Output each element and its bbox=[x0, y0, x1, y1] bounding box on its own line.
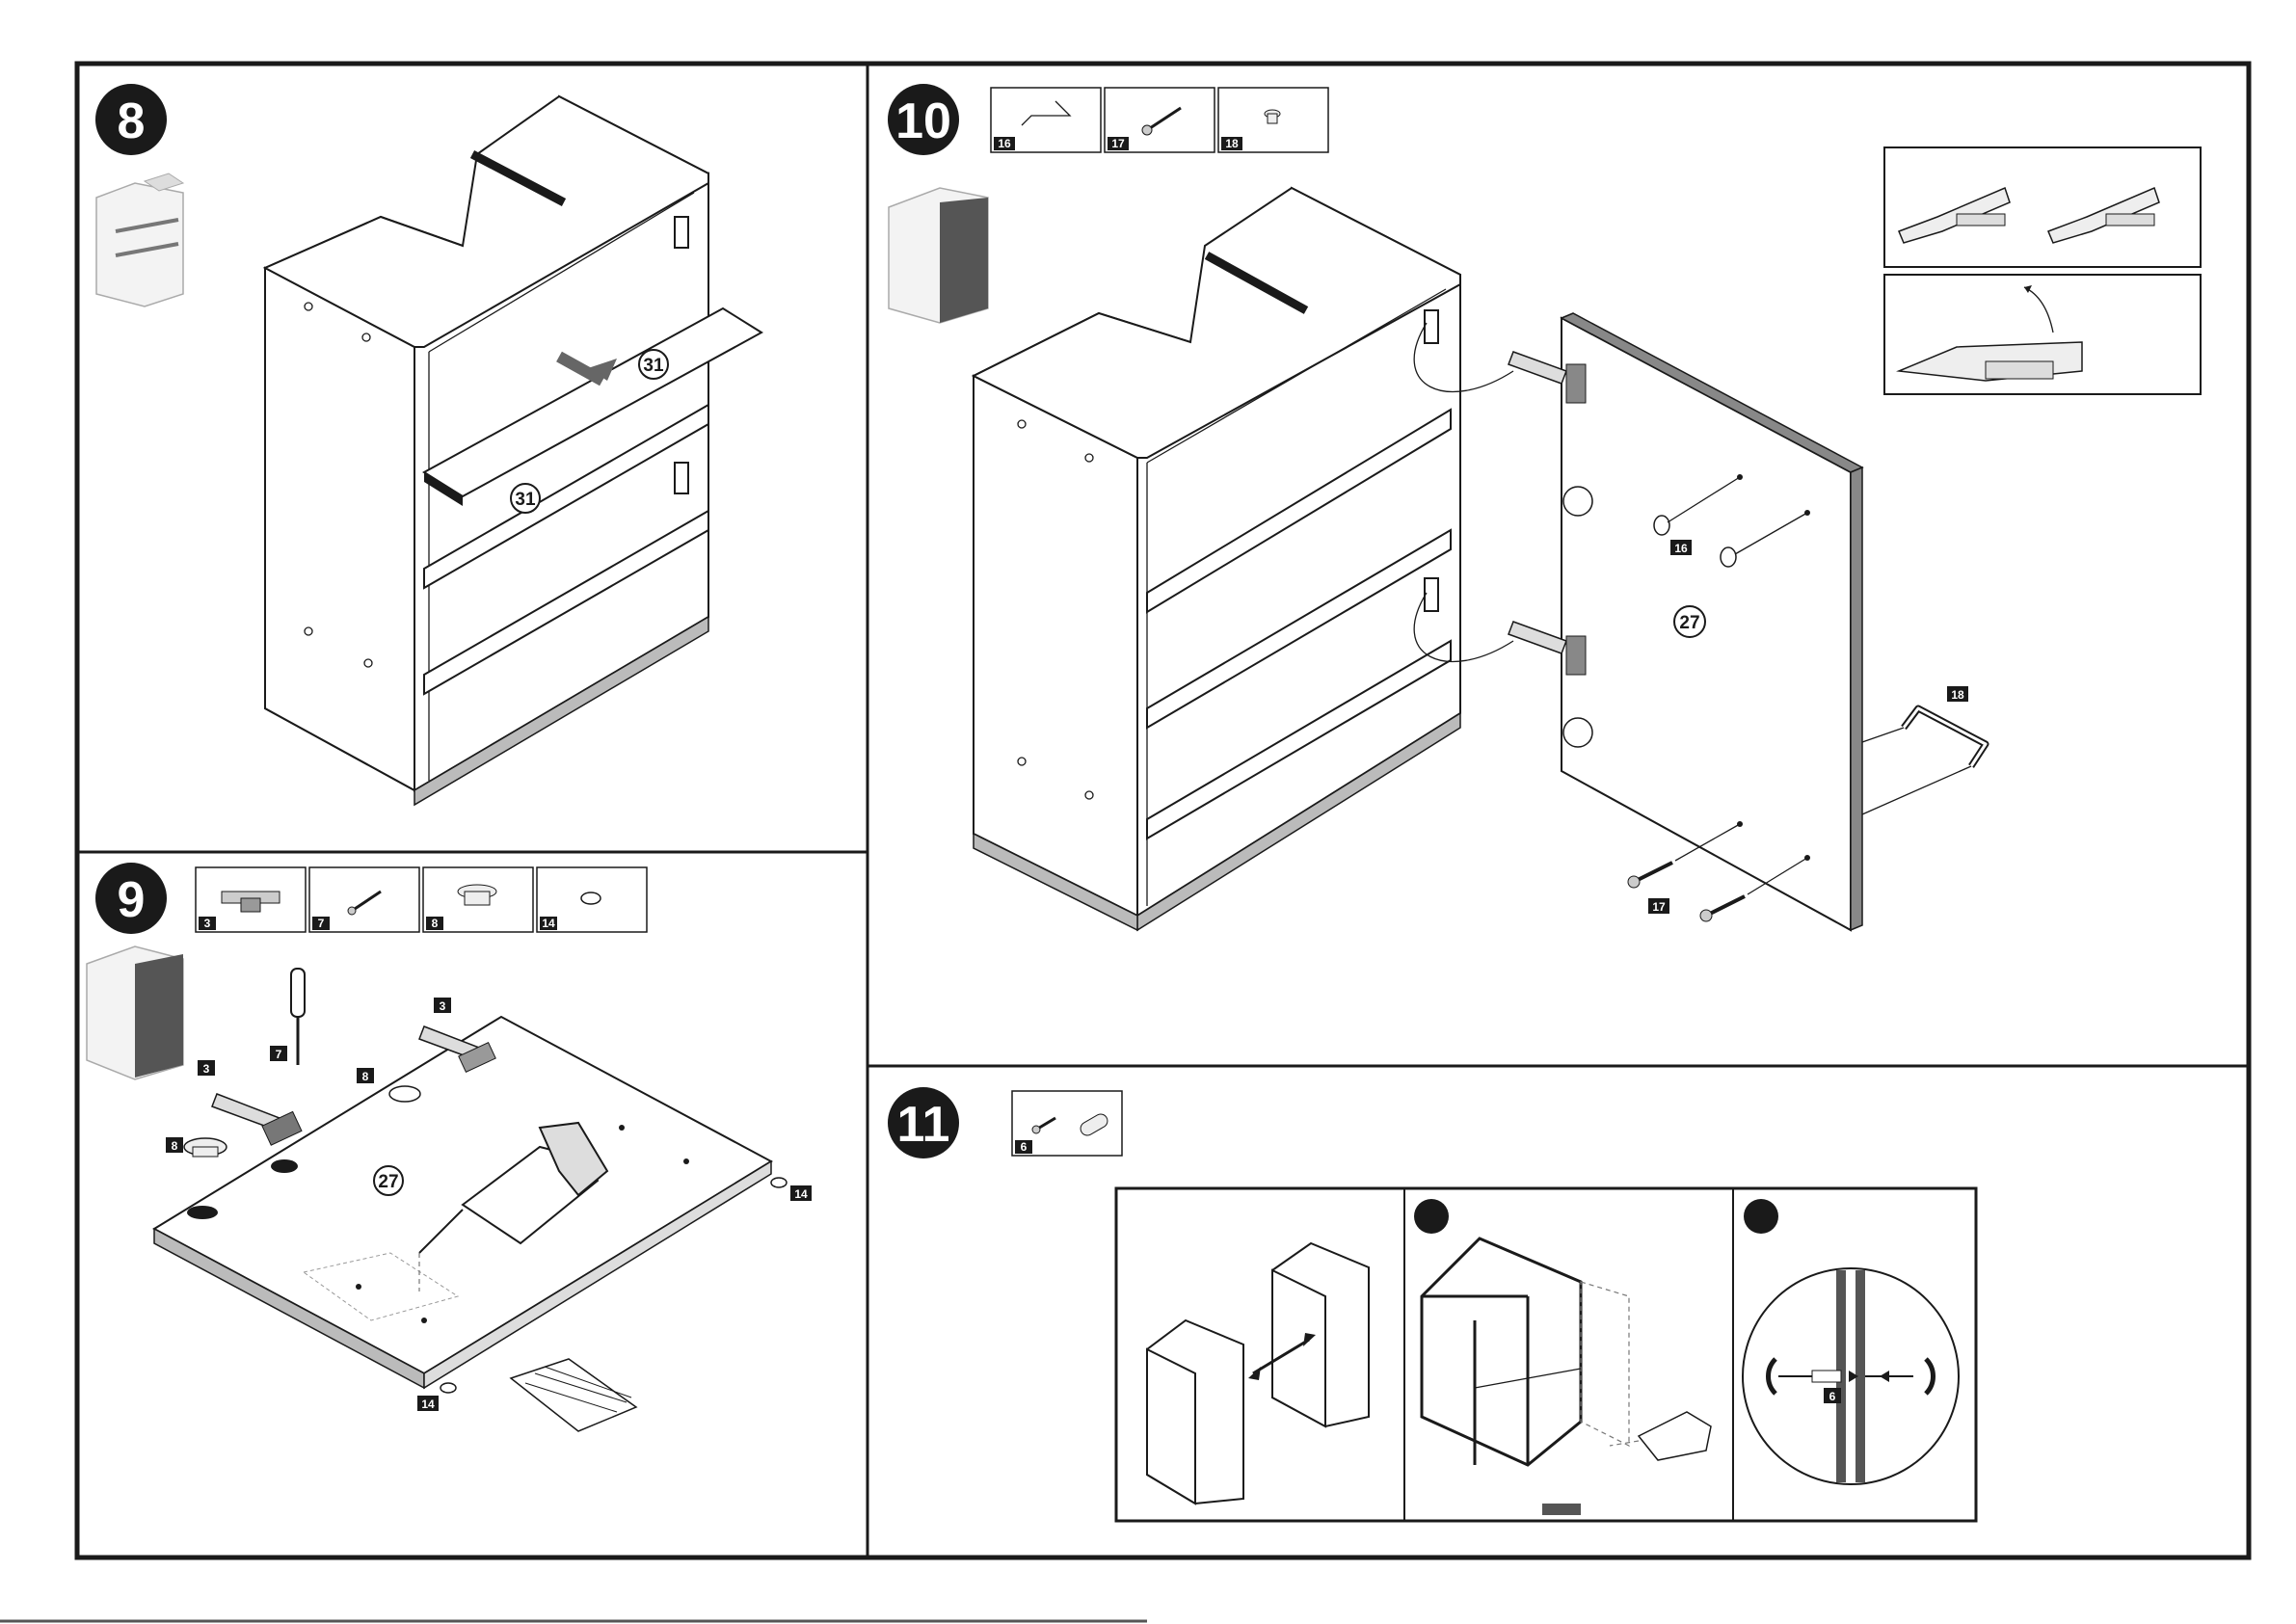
bumper-icon bbox=[581, 892, 601, 904]
hinge-icon bbox=[212, 1094, 302, 1145]
part-16-label: 16 bbox=[998, 137, 1011, 150]
part-6-label: 6 bbox=[1021, 1140, 1028, 1154]
part-7-label: 7 bbox=[318, 917, 325, 930]
callout-31-a-label: 31 bbox=[643, 356, 664, 376]
part-17-label: 17 bbox=[1111, 137, 1125, 150]
step-10-parts-row: 16 17 18 bbox=[991, 88, 1328, 152]
step-10-door bbox=[1562, 313, 1862, 930]
knob-icon bbox=[184, 1138, 227, 1157]
step-10-thumbnail bbox=[889, 188, 988, 323]
step-9-number: 9 bbox=[118, 872, 146, 928]
handle-icon bbox=[1862, 708, 1986, 814]
step-10-number: 10 bbox=[895, 93, 951, 149]
bumper-icon bbox=[441, 1383, 456, 1393]
hinge-detail-bottom bbox=[1884, 275, 2201, 394]
step-8-number: 8 bbox=[118, 93, 146, 149]
part-18-label: 18 bbox=[1225, 137, 1239, 150]
step-8-thumbnail bbox=[96, 173, 183, 306]
tag-7-label: 7 bbox=[276, 1048, 282, 1061]
part-3-label: 3 bbox=[204, 917, 211, 930]
tag-14-right-label: 14 bbox=[794, 1187, 808, 1201]
tag-6-label: 6 bbox=[1829, 1390, 1836, 1403]
hammer-icon bbox=[511, 1359, 636, 1431]
tag-14-bottom-label: 14 bbox=[421, 1398, 435, 1411]
step-9-door-panel bbox=[154, 1017, 771, 1388]
callout-27-door-label: 27 bbox=[378, 1172, 398, 1192]
step-11-panel: 11 6 bbox=[888, 1087, 1976, 1521]
bumper-icon bbox=[771, 1178, 787, 1187]
step-9-thumbnail bbox=[87, 946, 183, 1079]
screwdriver-icon bbox=[291, 969, 305, 1065]
tag-18-label: 18 bbox=[1951, 688, 1964, 702]
step-10-cabinet bbox=[974, 188, 1460, 930]
hammer-icon bbox=[1542, 1504, 1581, 1515]
tag-17-label: 17 bbox=[1652, 900, 1666, 914]
step-9-parts-row: 3 7 8 14 bbox=[196, 867, 647, 932]
step-9-panel: 9 3 7 8 14 bbox=[87, 863, 812, 1431]
hinge-detail-top bbox=[1884, 147, 2201, 267]
tag-8-right-label: 8 bbox=[362, 1070, 369, 1083]
callout-27-door-label: 27 bbox=[1679, 613, 1699, 633]
part-8-label: 8 bbox=[432, 917, 439, 930]
tag-3-left-label: 3 bbox=[203, 1062, 210, 1076]
tag-8-left-label: 8 bbox=[172, 1139, 178, 1153]
callout-31-b-label: 31 bbox=[515, 490, 536, 510]
step-11-parts-row: 6 bbox=[1012, 1091, 1122, 1156]
part-14-label: 14 bbox=[542, 917, 555, 930]
step-10-panel: 10 16 17 18 bbox=[888, 84, 2201, 930]
step-8-panel: 8 bbox=[95, 84, 761, 805]
tag-16-label: 16 bbox=[1674, 542, 1688, 555]
tag-3-right-label: 3 bbox=[440, 999, 446, 1013]
step-11-number: 11 bbox=[897, 1097, 950, 1153]
